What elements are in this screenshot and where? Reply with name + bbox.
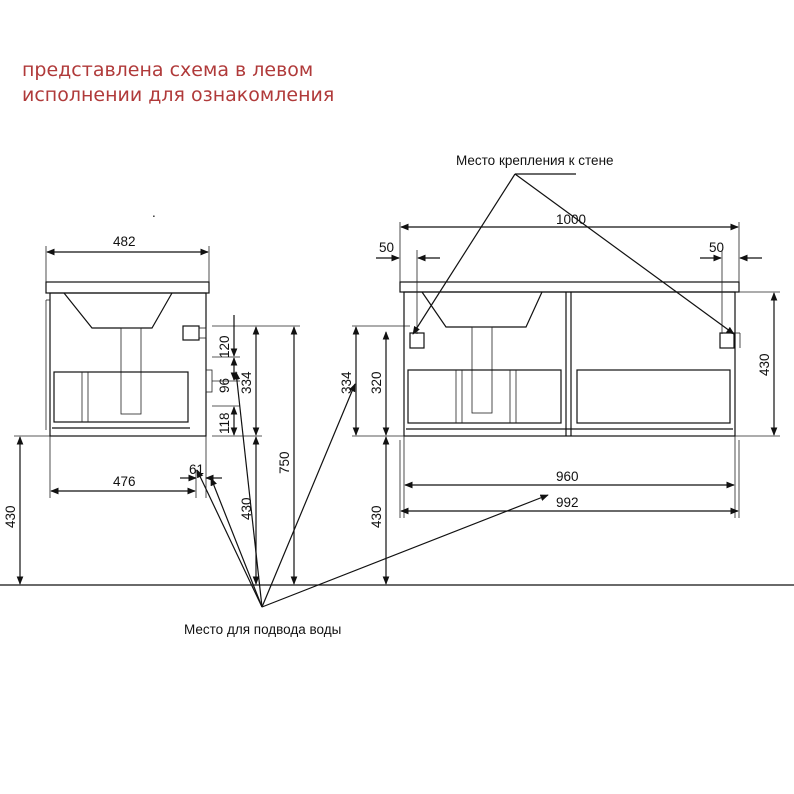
dim-320: 320 bbox=[369, 371, 384, 394]
side-wall-bracket bbox=[182, 325, 200, 341]
dim-120: 120 bbox=[217, 335, 232, 358]
front-countertop bbox=[399, 281, 740, 293]
front-body bbox=[403, 291, 736, 437]
front-view: 1000 50 50 334 320 430 430 960 bbox=[339, 212, 780, 585]
dim-992: 992 bbox=[556, 495, 579, 510]
side-body bbox=[49, 292, 207, 437]
dim-430-front-floor: 430 bbox=[369, 505, 384, 528]
note-line-2: исполнении для ознакомления bbox=[22, 84, 334, 106]
dim-96: 96 bbox=[217, 378, 232, 393]
front-wall-bracket-right bbox=[719, 332, 735, 349]
dim-430-front-body: 430 bbox=[757, 353, 772, 376]
callout-water-supply: Место для подвода воды bbox=[184, 371, 549, 637]
callout-water-supply-label: Место для подвода воды bbox=[184, 622, 341, 637]
dim-430-left: 430 bbox=[3, 505, 18, 528]
side-countertop bbox=[45, 281, 210, 294]
note-line-1: представлена схема в левом bbox=[22, 59, 313, 81]
dim-61: 61 bbox=[189, 462, 204, 477]
side-sink-bowl bbox=[63, 292, 173, 329]
dim-118: 118 bbox=[217, 412, 232, 434]
callout-wall-mount-label: Место крепления к стене bbox=[456, 153, 614, 168]
dim-750: 750 bbox=[277, 451, 292, 474]
dim-334-side: 334 bbox=[239, 371, 254, 394]
dim-1000: 1000 bbox=[556, 212, 586, 227]
svg-text:.: . bbox=[152, 205, 156, 220]
dim-476: 476 bbox=[113, 474, 136, 489]
side-view: . 482 476 61 430 120 96 118 bbox=[3, 205, 300, 585]
side-siphon bbox=[120, 327, 142, 415]
dim-50-left: 50 bbox=[379, 240, 394, 255]
front-drawer-left bbox=[407, 369, 562, 424]
front-wall-bracket-left bbox=[409, 332, 425, 349]
callout-wall-mount: Место крепления к стене bbox=[412, 153, 735, 335]
dim-960: 960 bbox=[556, 469, 579, 484]
front-sink-bowl bbox=[421, 291, 543, 328]
front-drawer-right bbox=[576, 369, 731, 424]
side-drawer bbox=[53, 371, 189, 423]
dim-482: 482 bbox=[113, 234, 136, 249]
dim-50-right: 50 bbox=[709, 240, 724, 255]
